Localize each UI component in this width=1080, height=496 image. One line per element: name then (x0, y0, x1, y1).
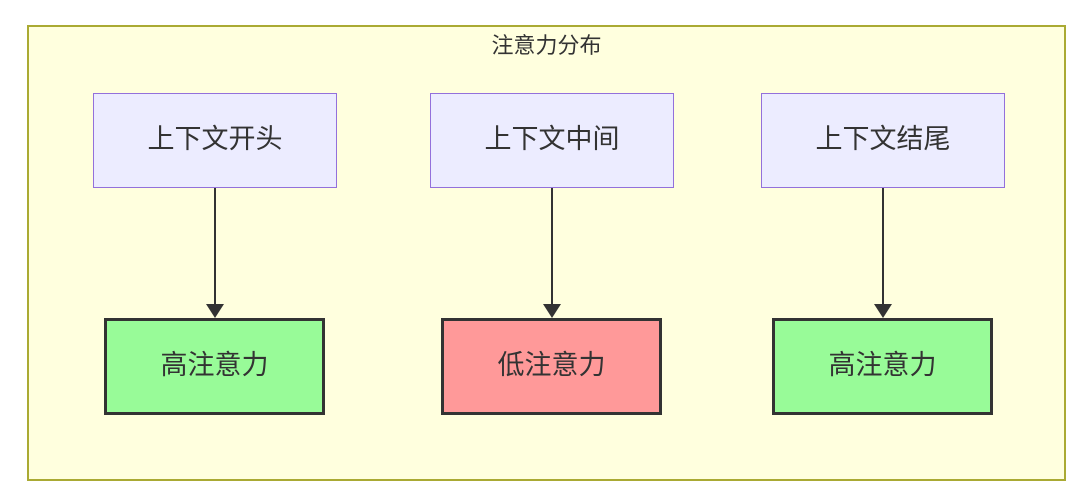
node-high-attention-left-label: 高注意力 (160, 350, 269, 382)
diagram-title: 注意力分布 (491, 34, 602, 59)
node-low-attention-label: 低注意力 (497, 350, 606, 382)
node-context-end: 上下文结尾 (761, 93, 1005, 188)
node-low-attention: 低注意力 (441, 318, 662, 415)
arrow-beginning-line (214, 188, 216, 304)
node-high-attention-right-label: 高注意力 (828, 350, 937, 382)
arrow-beginning-head-icon (206, 304, 224, 318)
node-high-attention-right: 高注意力 (772, 318, 993, 415)
node-context-beginning: 上下文开头 (93, 93, 337, 188)
node-high-attention-left: 高注意力 (104, 318, 325, 415)
attention-distribution-group: 注意力分布 上下文开头 高注意力 上下文中间 低注意力 上下文结尾 高注意力 (27, 25, 1066, 481)
arrow-middle-line (551, 188, 553, 304)
node-context-beginning-label: 上下文开头 (147, 124, 283, 156)
node-context-middle-label: 上下文中间 (484, 124, 620, 156)
arrow-end-head-icon (874, 304, 892, 318)
arrow-end-line (882, 188, 884, 304)
arrow-middle-head-icon (543, 304, 561, 318)
node-context-middle: 上下文中间 (430, 93, 674, 188)
node-context-end-label: 上下文结尾 (815, 124, 951, 156)
